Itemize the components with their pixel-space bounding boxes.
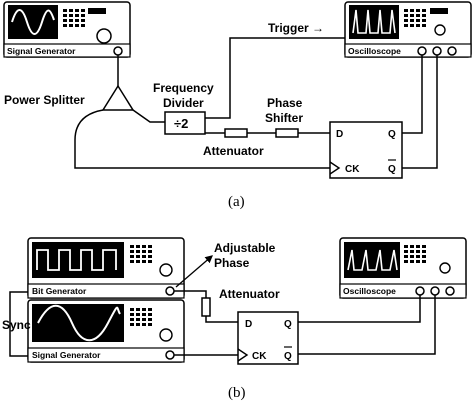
caption-a: (a) xyxy=(228,194,245,210)
ff-a-ck: CK xyxy=(345,164,360,175)
ff-a-d: D xyxy=(336,129,343,140)
sine-wave-icon xyxy=(37,304,121,342)
flip-flop-b: D Q CK Q xyxy=(237,311,299,365)
knob-icon xyxy=(96,28,112,44)
attenuator-a xyxy=(224,128,248,138)
adjustable-phase-label-2: Phase xyxy=(214,256,250,270)
knob-icon xyxy=(159,263,173,277)
input-port-3-icon xyxy=(445,286,455,296)
ff-b-qbar: Q xyxy=(284,351,292,362)
attenuator-b-label: Attenuator xyxy=(219,287,280,301)
frequency-divider-label-1: Frequency xyxy=(153,81,214,95)
caption-b: (b) xyxy=(228,385,246,401)
power-splitter xyxy=(74,55,330,169)
oscilloscope-b-label: Oscilloscope xyxy=(343,286,396,296)
phase-shifter-label-2: Shifter xyxy=(265,111,303,125)
output-port-icon xyxy=(165,350,175,360)
input-port-3-icon xyxy=(447,46,457,56)
bit-generator: Bit Generator xyxy=(27,237,185,299)
input-port-1-icon xyxy=(415,286,425,296)
ff-a-q: Q xyxy=(388,129,396,140)
input-port-2-icon xyxy=(432,46,442,56)
signal-generator-b-label: Signal Generator xyxy=(32,350,101,360)
frequency-divider: ÷2 xyxy=(164,111,206,135)
attenuator-b xyxy=(201,297,211,317)
phase-shifter-a xyxy=(275,128,299,138)
ff-a-qbar: Q xyxy=(388,164,396,175)
oscilloscope-b: Oscilloscope xyxy=(339,237,467,299)
power-splitter-label: Power Splitter xyxy=(4,93,85,107)
pulse-wave-icon xyxy=(347,249,398,271)
knob-icon xyxy=(159,328,173,342)
ff-b-d: D xyxy=(245,319,252,330)
square-wave-icon xyxy=(352,9,396,34)
flip-flop-a: D Q CK Q xyxy=(329,121,403,179)
input-port-1-icon xyxy=(417,46,427,56)
ff-b-ck: CK xyxy=(252,351,267,362)
divider-ratio: ÷2 xyxy=(174,116,188,131)
signal-generator-a-label: Signal Generator xyxy=(7,46,76,56)
bit-generator-label: Bit Generator xyxy=(32,286,87,296)
trigger-label: Trigger → xyxy=(268,21,324,35)
oscilloscope-a: Oscilloscope xyxy=(344,1,472,58)
knob-icon xyxy=(439,262,451,274)
input-port-2-icon xyxy=(430,286,440,296)
sync-label: Sync xyxy=(2,318,31,332)
oscilloscope-a-label: Oscilloscope xyxy=(348,46,401,56)
sine-wave-icon xyxy=(11,9,55,35)
signal-generator-b: Signal Generator xyxy=(27,299,185,363)
attenuator-a-label: Attenuator xyxy=(203,144,264,158)
signal-generator-a: Signal Generator xyxy=(3,1,131,58)
knob-icon xyxy=(434,24,446,36)
output-port-icon xyxy=(165,286,175,296)
bit-pattern-icon xyxy=(36,249,117,271)
ff-b-q: Q xyxy=(284,319,292,330)
adjustable-phase-label-1: Adjustable xyxy=(214,241,276,255)
frequency-divider-label-2: Divider xyxy=(163,96,204,110)
phase-shifter-label-1: Phase xyxy=(267,96,303,110)
output-port-icon xyxy=(113,46,123,56)
